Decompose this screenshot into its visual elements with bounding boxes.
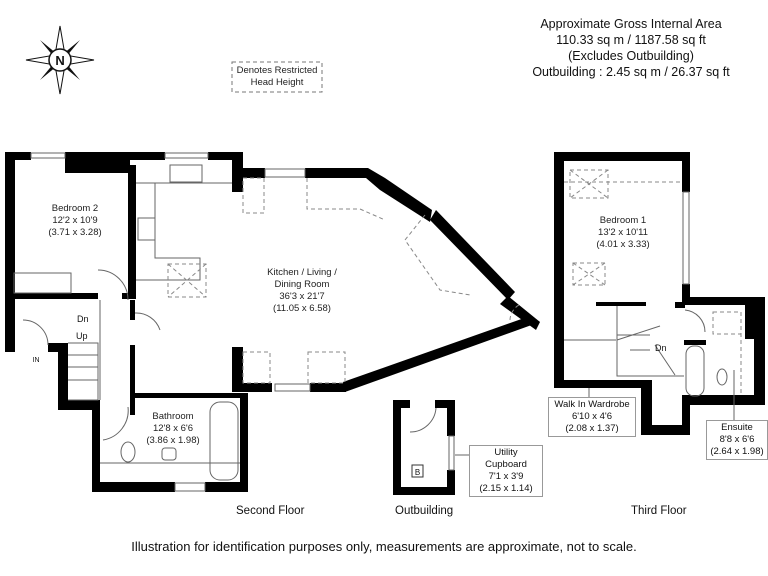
room-size-imperial: 8'8 x 6'6 xyxy=(719,434,755,445)
stairs-down-label: Dn xyxy=(77,314,89,324)
restricted-height-zones xyxy=(167,169,742,398)
room-name: Kitchen / Living / xyxy=(267,267,337,278)
room-size-imperial: 13'2 x 10'11 xyxy=(598,227,648,238)
total-area: 110.33 sq m / 1187.58 sq ft xyxy=(556,33,706,47)
room-name: Bedroom 1 xyxy=(599,215,647,226)
floor-label-third: Third Floor xyxy=(631,505,687,517)
room-size-metric: (11.05 x 6.58) xyxy=(273,303,331,314)
room-size-metric: (4.01 x 3.33) xyxy=(596,239,650,250)
outbuilding-area: Outbuilding : 2.45 sq m / 26.37 sq ft xyxy=(532,65,730,79)
stairs-up-label: Up xyxy=(76,331,88,341)
area-note: (Excludes Outbuilding) xyxy=(568,49,694,63)
room-bedroom-1: Bedroom 1 13'2 x 10'11 (4.01 x 3.33) xyxy=(583,215,663,251)
restricted-height-legend-box xyxy=(231,61,323,93)
boiler-label: B xyxy=(415,468,420,477)
room-bathroom: Bathroom 12'8 x 6'6 (3.86 x 1.98) xyxy=(128,411,218,447)
third-floor-walls xyxy=(554,152,765,435)
outbuilding-fixtures xyxy=(409,370,735,478)
room-size-imperial: 12'8 x 6'6 xyxy=(152,423,194,434)
room-name: Bathroom xyxy=(152,411,194,422)
room-size-imperial: 36'3 x 21'7 xyxy=(279,291,325,302)
room-size-imperial: 6'10 x 4'6 xyxy=(571,411,613,422)
room-name-2: Dining Room xyxy=(274,279,330,290)
disclaimer: Illustration for identification purposes… xyxy=(131,539,637,554)
outbuilding-walls xyxy=(393,400,455,495)
second-floor-fixtures xyxy=(13,152,311,492)
third-floor-fixtures xyxy=(564,191,728,397)
room-size-metric: (3.86 x 1.98) xyxy=(146,435,200,446)
area-summary: Approximate Gross Internal Area 110.33 s… xyxy=(506,16,756,80)
room-name: Utility Cupboard xyxy=(485,447,527,470)
room-name: Walk In Wardrobe xyxy=(554,399,630,410)
legend-line1: Denotes Restricted xyxy=(236,65,318,76)
room-bedroom-2: Bedroom 2 12'2 x 10'9 (3.71 x 3.28) xyxy=(25,203,125,239)
legend-line2: Head Height xyxy=(250,77,304,88)
floor-label-second: Second Floor xyxy=(236,505,305,517)
third-floor-stairs-down-label: Dn xyxy=(655,343,667,353)
compass-icon: N xyxy=(25,25,95,95)
room-name: Bedroom 2 xyxy=(51,203,99,214)
room-walk-in-wardrobe: Walk In Wardrobe 6'10 x 4'6 (2.08 x 1.37… xyxy=(548,397,636,437)
room-utility-cupboard: Utility Cupboard 7'1 x 3'9 (2.15 x 1.14) xyxy=(469,445,543,497)
second-floor-walls xyxy=(5,152,540,492)
room-size-metric: (2.15 x 1.14) xyxy=(479,483,533,494)
room-size-metric: (2.08 x 1.37) xyxy=(565,423,619,434)
room-size-imperial: 7'1 x 3'9 xyxy=(488,471,524,482)
room-kitchen-living-dining: Kitchen / Living / Dining Room 36'3 x 21… xyxy=(252,267,352,315)
room-ensuite: Ensuite 8'8 x 6'6 (2.64 x 1.98) xyxy=(706,420,768,460)
entrance-label: IN xyxy=(33,357,40,364)
compass-letter: N xyxy=(55,53,64,68)
room-size-metric: (3.71 x 3.28) xyxy=(48,227,102,238)
room-size-metric: (2.64 x 1.98) xyxy=(710,446,764,457)
floor-label-outbuilding: Outbuilding xyxy=(395,505,454,517)
restricted-height-legend: Denotes Restricted Head Height xyxy=(232,65,322,89)
area-title: Approximate Gross Internal Area xyxy=(540,17,722,31)
room-size-imperial: 12'2 x 10'9 xyxy=(52,215,98,226)
room-name: Ensuite xyxy=(721,422,753,433)
